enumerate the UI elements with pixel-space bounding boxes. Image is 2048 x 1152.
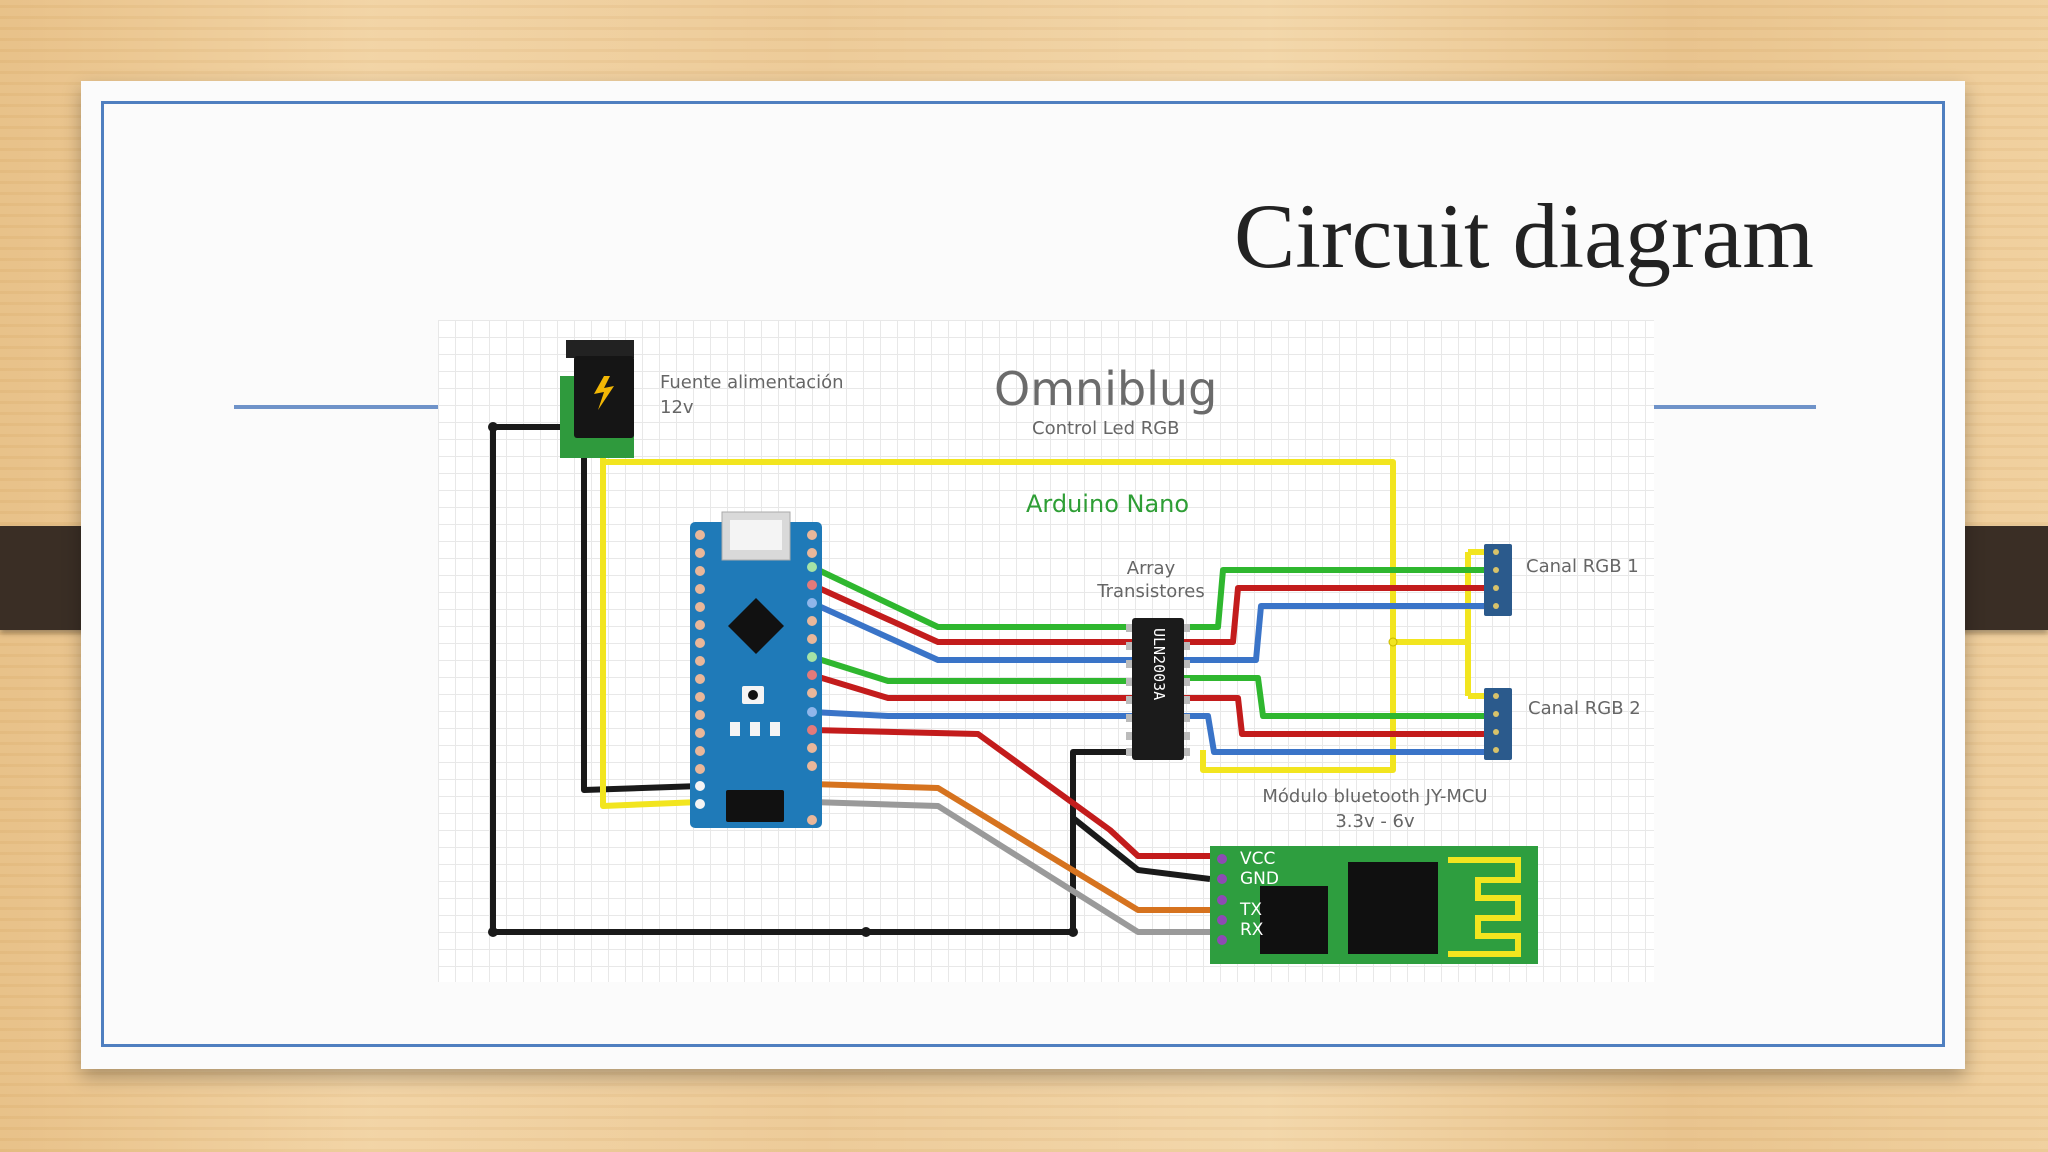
diagram-subtitle: Control Led RGB xyxy=(1032,418,1180,439)
bluetooth-label-line2: 3.3v - 6v xyxy=(1335,811,1415,832)
circuit-diagram: Fuente alimentación 12v Omniblug Control… xyxy=(438,320,1654,982)
power-label: Fuente alimentación 12v xyxy=(660,372,844,418)
wire-red xyxy=(810,582,1484,859)
arduino-nano-label: Arduino Nano xyxy=(1026,490,1190,518)
array-label-line1: Array xyxy=(1126,558,1176,579)
array-label: Array Transistores xyxy=(1096,558,1206,602)
power-jack xyxy=(560,340,634,458)
chip-label: ULN2003A xyxy=(1150,628,1168,701)
wire-orange xyxy=(811,781,1210,913)
rgb-connector-2 xyxy=(1484,688,1512,760)
wire-blue xyxy=(810,600,1484,755)
rgb1-label: Canal RGB 1 xyxy=(1526,556,1639,577)
bt-pin-gnd: GND xyxy=(1240,869,1279,889)
rgb-connector-1 xyxy=(1484,544,1512,616)
slide-title: Circuit diagram xyxy=(1234,185,1814,287)
accent-line-left xyxy=(234,405,438,409)
array-label-line2: Transistores xyxy=(1097,581,1205,602)
bt-pin-vcc: VCC xyxy=(1240,849,1276,869)
slide-frame xyxy=(101,101,1945,1047)
bluetooth-label: Módulo bluetooth JY-MCU 3.3v - 6v xyxy=(1250,786,1500,832)
bt-pin-tx: TX xyxy=(1240,900,1263,920)
power-label-line2: 12v xyxy=(660,397,694,418)
wire-yellow xyxy=(600,417,1484,809)
arduino-nano-board xyxy=(690,511,822,828)
rgb2-label: Canal RGB 2 xyxy=(1528,698,1641,719)
circuit-wires xyxy=(488,340,1538,964)
uln2003a-chip xyxy=(1126,618,1190,760)
power-label-line1: Fuente alimentación xyxy=(660,372,844,393)
bluetooth-module xyxy=(1210,846,1538,964)
bt-pin-rx: RX xyxy=(1240,920,1264,940)
wire-green xyxy=(810,564,1484,719)
accent-line-right xyxy=(1654,405,1816,409)
diagram-title: Omniblug xyxy=(994,362,1218,416)
bluetooth-label-line1: Módulo bluetooth JY-MCU xyxy=(1262,786,1488,807)
wire-gray xyxy=(811,799,1210,935)
